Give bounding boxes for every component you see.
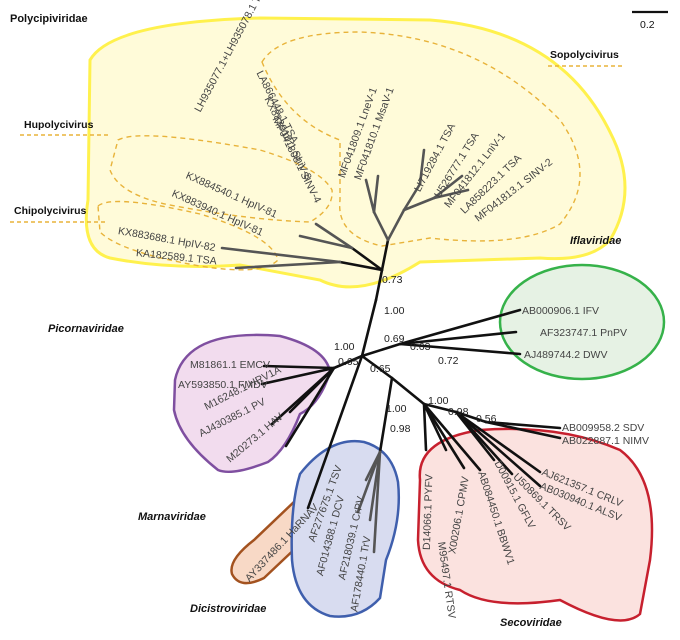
- support-picorna-a: 1.00: [334, 341, 355, 353]
- iflaviridae-hull: [498, 263, 666, 381]
- leaf-ab000906: AB000906.1 IFV: [522, 305, 599, 317]
- picornaviridae-hull: [172, 333, 332, 473]
- chipolycivirus-label: Chipolycivirus: [14, 205, 87, 217]
- leaf-m81861: M81861.1 EMCV: [190, 359, 270, 371]
- leaf-af323747: AF323747.1 PnPV: [540, 327, 627, 339]
- support-ifla-c: 0.72: [438, 355, 459, 367]
- dicistroviridae-hull: [290, 439, 401, 618]
- support-dici: 1.00: [386, 403, 407, 415]
- dicistroviridae-label: Dicistroviridae: [190, 603, 266, 615]
- sopolycivirus-label: Sopolycivirus: [550, 49, 619, 61]
- support-poly-stem: 1.00: [384, 305, 405, 317]
- support-ifla-b: 0.63: [410, 341, 431, 353]
- leaf-ab022887: AB022887.1 NIMV: [562, 435, 649, 447]
- hupolycivirus-outline: [109, 135, 333, 223]
- leaf-d14066: D14066.1 PYFV: [421, 474, 436, 550]
- leaf-aj489744: AJ489744.2 DWV: [524, 349, 607, 361]
- support-seco-c: 0.98: [448, 406, 469, 418]
- support-ifla-a: 0.69: [384, 333, 405, 345]
- support-seco-d: 0.56: [476, 413, 497, 425]
- support-seco-b: 1.00: [428, 395, 449, 407]
- tree-branches: [220, 148, 562, 554]
- support-seco-a: 0.65: [370, 363, 391, 375]
- polycipiviridae-hull: [84, 16, 627, 289]
- polycipiviridae-label: Polycipiviridae: [10, 13, 88, 25]
- iflaviridae-label: Iflaviridae: [570, 235, 621, 247]
- picornaviridae-label: Picornaviridae: [48, 323, 124, 335]
- chipolycivirus-outline: [97, 200, 279, 271]
- support-picorna-b: 0.65: [338, 356, 359, 368]
- marnaviridae-label: Marnaviridae: [138, 511, 206, 523]
- support-dici-b: 0.98: [390, 423, 411, 435]
- secoviridae-label: Secoviridae: [500, 617, 562, 629]
- hupolycivirus-label: Hupolycivirus: [24, 119, 94, 131]
- support-poly: 0.73: [382, 274, 403, 286]
- leaf-ay593850: AY593850.1 FMDV: [178, 379, 268, 391]
- leaf-ab009958: AB009958.2 SDV: [562, 422, 644, 434]
- scale-bar-label: 0.2: [640, 19, 655, 31]
- sopolycivirus-outline: [261, 31, 581, 247]
